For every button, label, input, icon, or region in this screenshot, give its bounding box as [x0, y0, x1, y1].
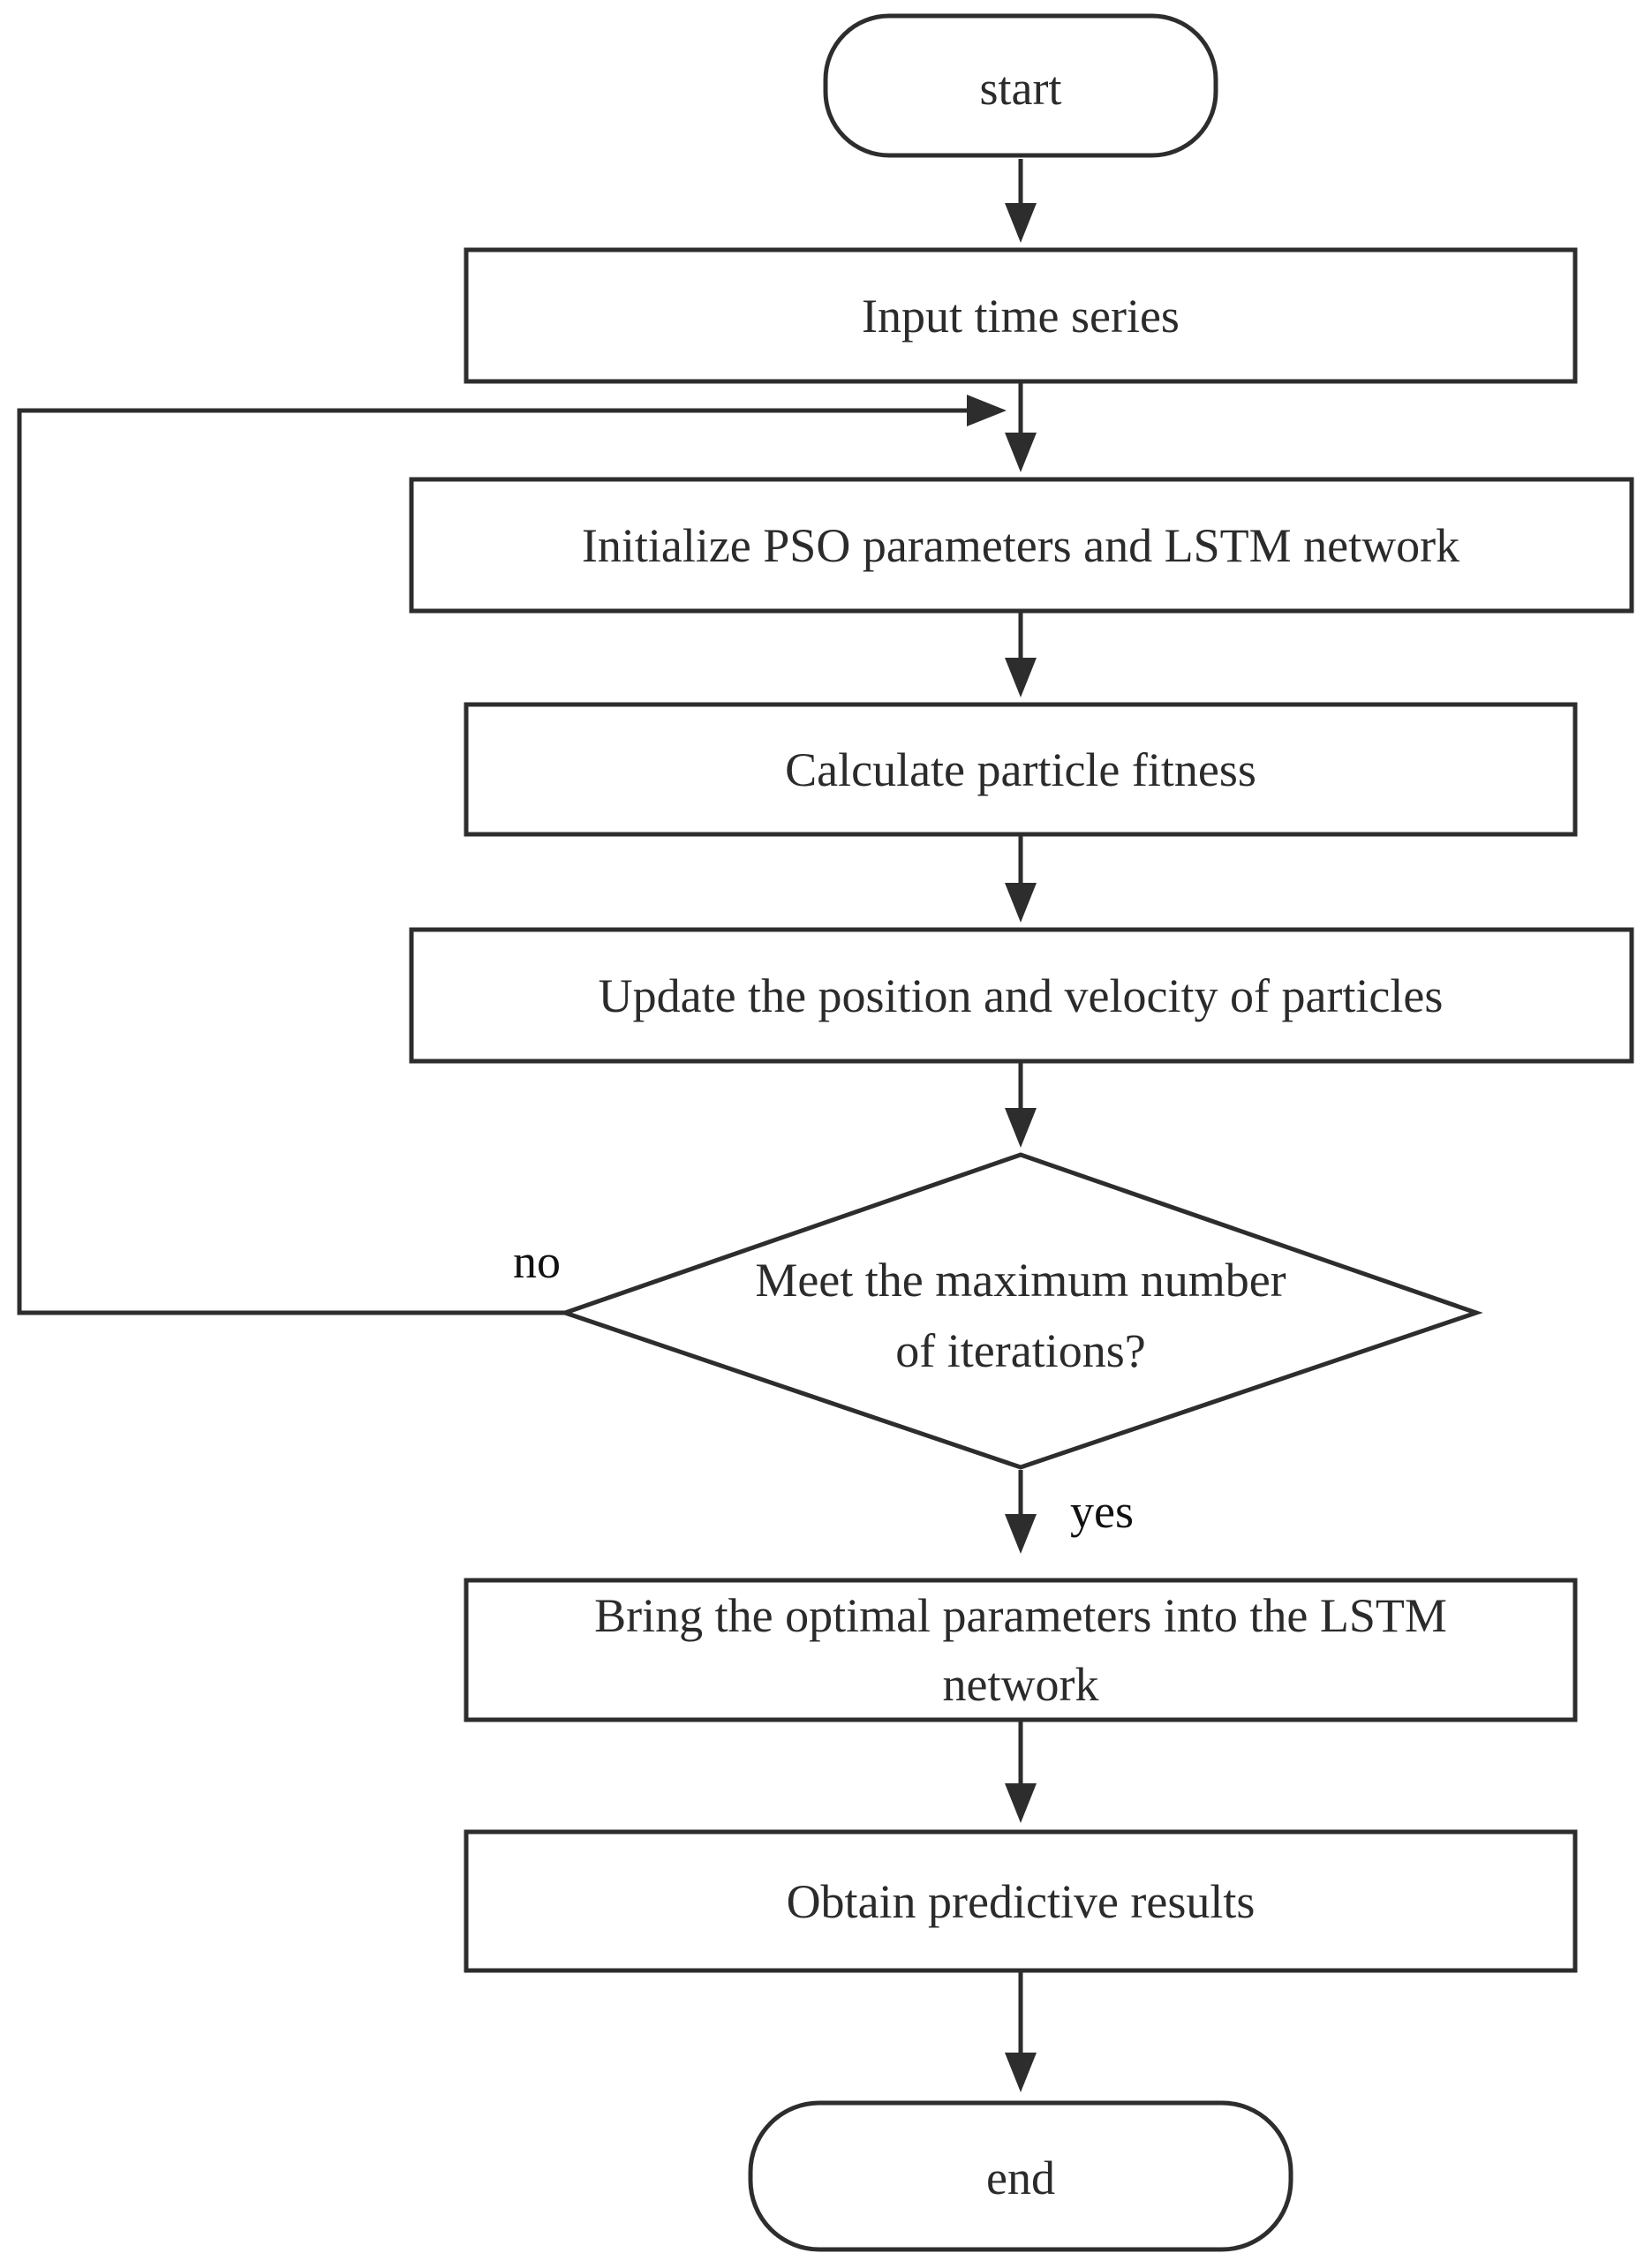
- init-step-label: Initialize PSO parameters and LSTM netwo…: [582, 519, 1459, 572]
- yes-branch-label: yes: [1070, 1485, 1134, 1538]
- arrowhead: [1005, 883, 1037, 923]
- fitness-step: Calculate particle fitness: [464, 702, 1578, 837]
- arrowhead: [1005, 2053, 1037, 2092]
- bring-step-label-line2: network: [943, 1658, 1099, 1711]
- arrowhead: [1005, 1108, 1037, 1148]
- loop-back-line: [17, 408, 971, 1315]
- no-branch-label: no: [513, 1235, 561, 1288]
- arrowhead: [1005, 203, 1037, 243]
- obtain-step: Obtain predictive results: [464, 1829, 1578, 1973]
- arrowhead: [1005, 1783, 1037, 1823]
- arrowhead: [1005, 658, 1037, 697]
- init-step: Initialize PSO parameters and LSTM netwo…: [409, 477, 1634, 614]
- arrowhead: [1005, 433, 1037, 472]
- arrowhead: [1005, 1514, 1037, 1554]
- obtain-step-label: Obtain predictive results: [787, 1875, 1256, 1928]
- update-step-label: Update the position and velocity of part…: [599, 969, 1444, 1022]
- decision-label-line1: Meet the maximum number: [755, 1254, 1286, 1307]
- bring-step-label-line1: Bring the optimal parameters into the LS…: [594, 1589, 1447, 1642]
- decision-diamond: Meet the maximum number of iterations?: [558, 1152, 1483, 1470]
- update-step: Update the position and velocity of part…: [409, 927, 1634, 1064]
- decision-label-line2: of iterations?: [895, 1324, 1145, 1377]
- end-terminator: end: [748, 2100, 1293, 2252]
- start-terminator: start: [823, 13, 1218, 158]
- input-step-label: Input time series: [862, 290, 1180, 343]
- input-step: Input time series: [464, 247, 1578, 384]
- connectors: [17, 159, 1037, 2092]
- end-label: end: [986, 2151, 1055, 2204]
- start-label: start: [980, 62, 1062, 115]
- fitness-step-label: Calculate particle fitness: [785, 743, 1256, 796]
- bring-step: Bring the optimal parameters into the LS…: [464, 1578, 1578, 1722]
- loop-back-arrowhead: [967, 395, 1007, 426]
